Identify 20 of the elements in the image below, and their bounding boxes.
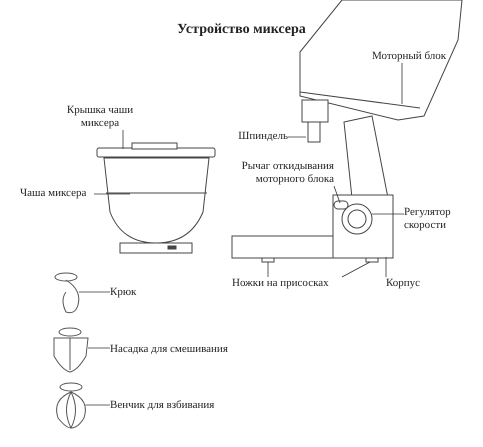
part-label: Рычаг откидывания моторного блока (226, 160, 334, 186)
part-label: Корпус (386, 277, 430, 290)
part-label: Чаша миксера (20, 187, 94, 200)
leader-line (334, 186, 340, 204)
part-label: Крышка чаши миксера (52, 104, 148, 130)
diagram-title: Устройство миксера (176, 22, 307, 38)
part-label: Насадка для смешивания (110, 343, 260, 356)
leader-line (288, 136, 306, 138)
part-label: Регулятор скорости (404, 206, 460, 232)
part-label: Крюк (110, 286, 170, 299)
leader-line (122, 130, 124, 150)
part-label: Шпиндель (232, 130, 288, 143)
part-label: Ножки на присосках (232, 277, 342, 290)
dough-hook-drawing (54, 272, 80, 314)
part-label: Венчик для взбивания (110, 399, 250, 412)
flat-beater-drawing (54, 328, 88, 372)
leader-line (342, 262, 370, 278)
leader-line (85, 404, 110, 406)
whisk-drawing (56, 382, 86, 428)
part-label: Моторный блок (372, 50, 472, 63)
